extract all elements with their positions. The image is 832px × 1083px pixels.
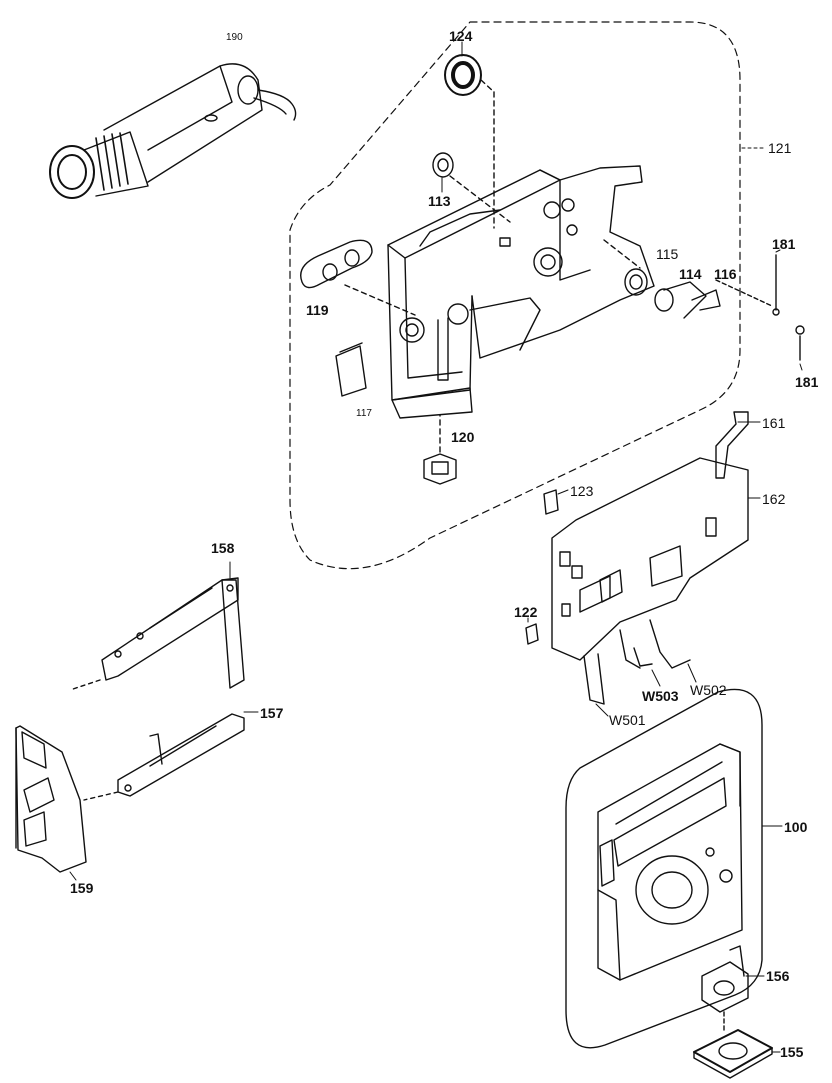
part-117 <box>335 342 367 397</box>
label-113: 113 <box>428 193 451 209</box>
flex-cable-161 <box>715 411 749 479</box>
label-158: 158 <box>211 540 235 556</box>
label-181-bottom: 181 <box>795 374 819 390</box>
assembly-121-boundary <box>289 21 741 570</box>
label-119: 119 <box>306 302 329 318</box>
label-114: 114 <box>679 266 702 282</box>
label-124: 124 <box>449 28 473 44</box>
part-119 <box>300 239 416 316</box>
panel-159 <box>15 725 87 873</box>
label-162: 162 <box>762 491 786 507</box>
label-100: 100 <box>784 819 808 835</box>
part-122 <box>525 623 539 645</box>
label-161: 161 <box>762 415 786 431</box>
parts-114-116 <box>603 239 773 319</box>
label-w503: W503 <box>642 688 679 704</box>
mechanism-100-boundary <box>565 688 763 1049</box>
mechanism-100 <box>597 743 743 981</box>
label-159: 159 <box>70 880 94 896</box>
bracket-157 <box>69 679 245 801</box>
label-156: 156 <box>766 968 790 984</box>
bracket-158 <box>101 577 245 689</box>
circuit-board-162 <box>551 457 749 705</box>
main-frame <box>387 165 655 419</box>
part-155 <box>693 1029 773 1079</box>
label-190: 190 <box>226 32 243 43</box>
part-120 <box>423 414 457 485</box>
label-117: 117 <box>356 408 372 419</box>
part-123 <box>543 489 559 515</box>
part-124 <box>444 54 495 229</box>
label-122: 122 <box>514 604 538 620</box>
label-155: 155 <box>780 1044 804 1060</box>
label-w501: W501 <box>609 712 646 728</box>
label-120: 120 <box>451 429 475 445</box>
label-123: 123 <box>570 483 594 499</box>
screws-181 <box>772 254 805 361</box>
label-121: 121 <box>768 140 792 156</box>
part-156 <box>701 945 749 1031</box>
label-115: 115 <box>656 246 679 262</box>
leader-lines <box>69 41 803 1053</box>
label-157: 157 <box>260 705 284 721</box>
label-w502: W502 <box>690 682 727 698</box>
viewfinder-190 <box>49 63 297 199</box>
label-181-top: 181 <box>772 236 796 252</box>
label-116: 116 <box>714 266 737 282</box>
